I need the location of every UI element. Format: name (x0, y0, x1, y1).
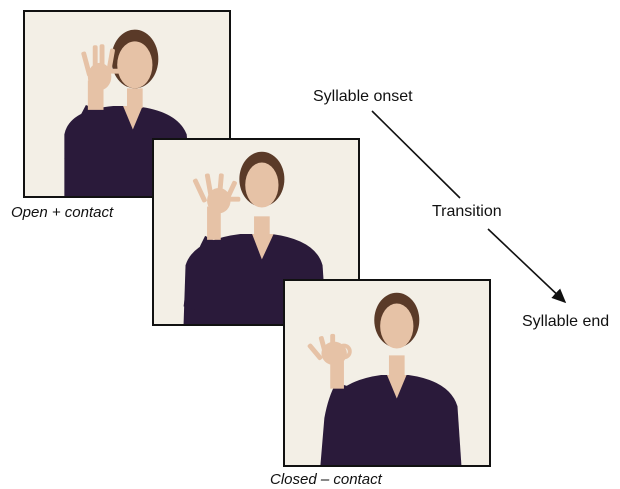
arrow-onset-to-transition (371, 110, 461, 199)
label-transition: Transition (432, 203, 502, 220)
label-syllable-end: Syllable end (522, 313, 610, 330)
photo-closed-contact (283, 279, 491, 467)
caption-open-contact: Open + contact (11, 204, 114, 221)
arrow-transition-to-end (487, 228, 567, 304)
caption-closed-contact: Closed – contact (270, 471, 382, 488)
label-syllable-onset: Syllable onset (313, 88, 413, 105)
signer-illustration-1 (25, 12, 229, 196)
photo-open-contact (23, 10, 231, 198)
signer-illustration-3 (285, 281, 489, 465)
